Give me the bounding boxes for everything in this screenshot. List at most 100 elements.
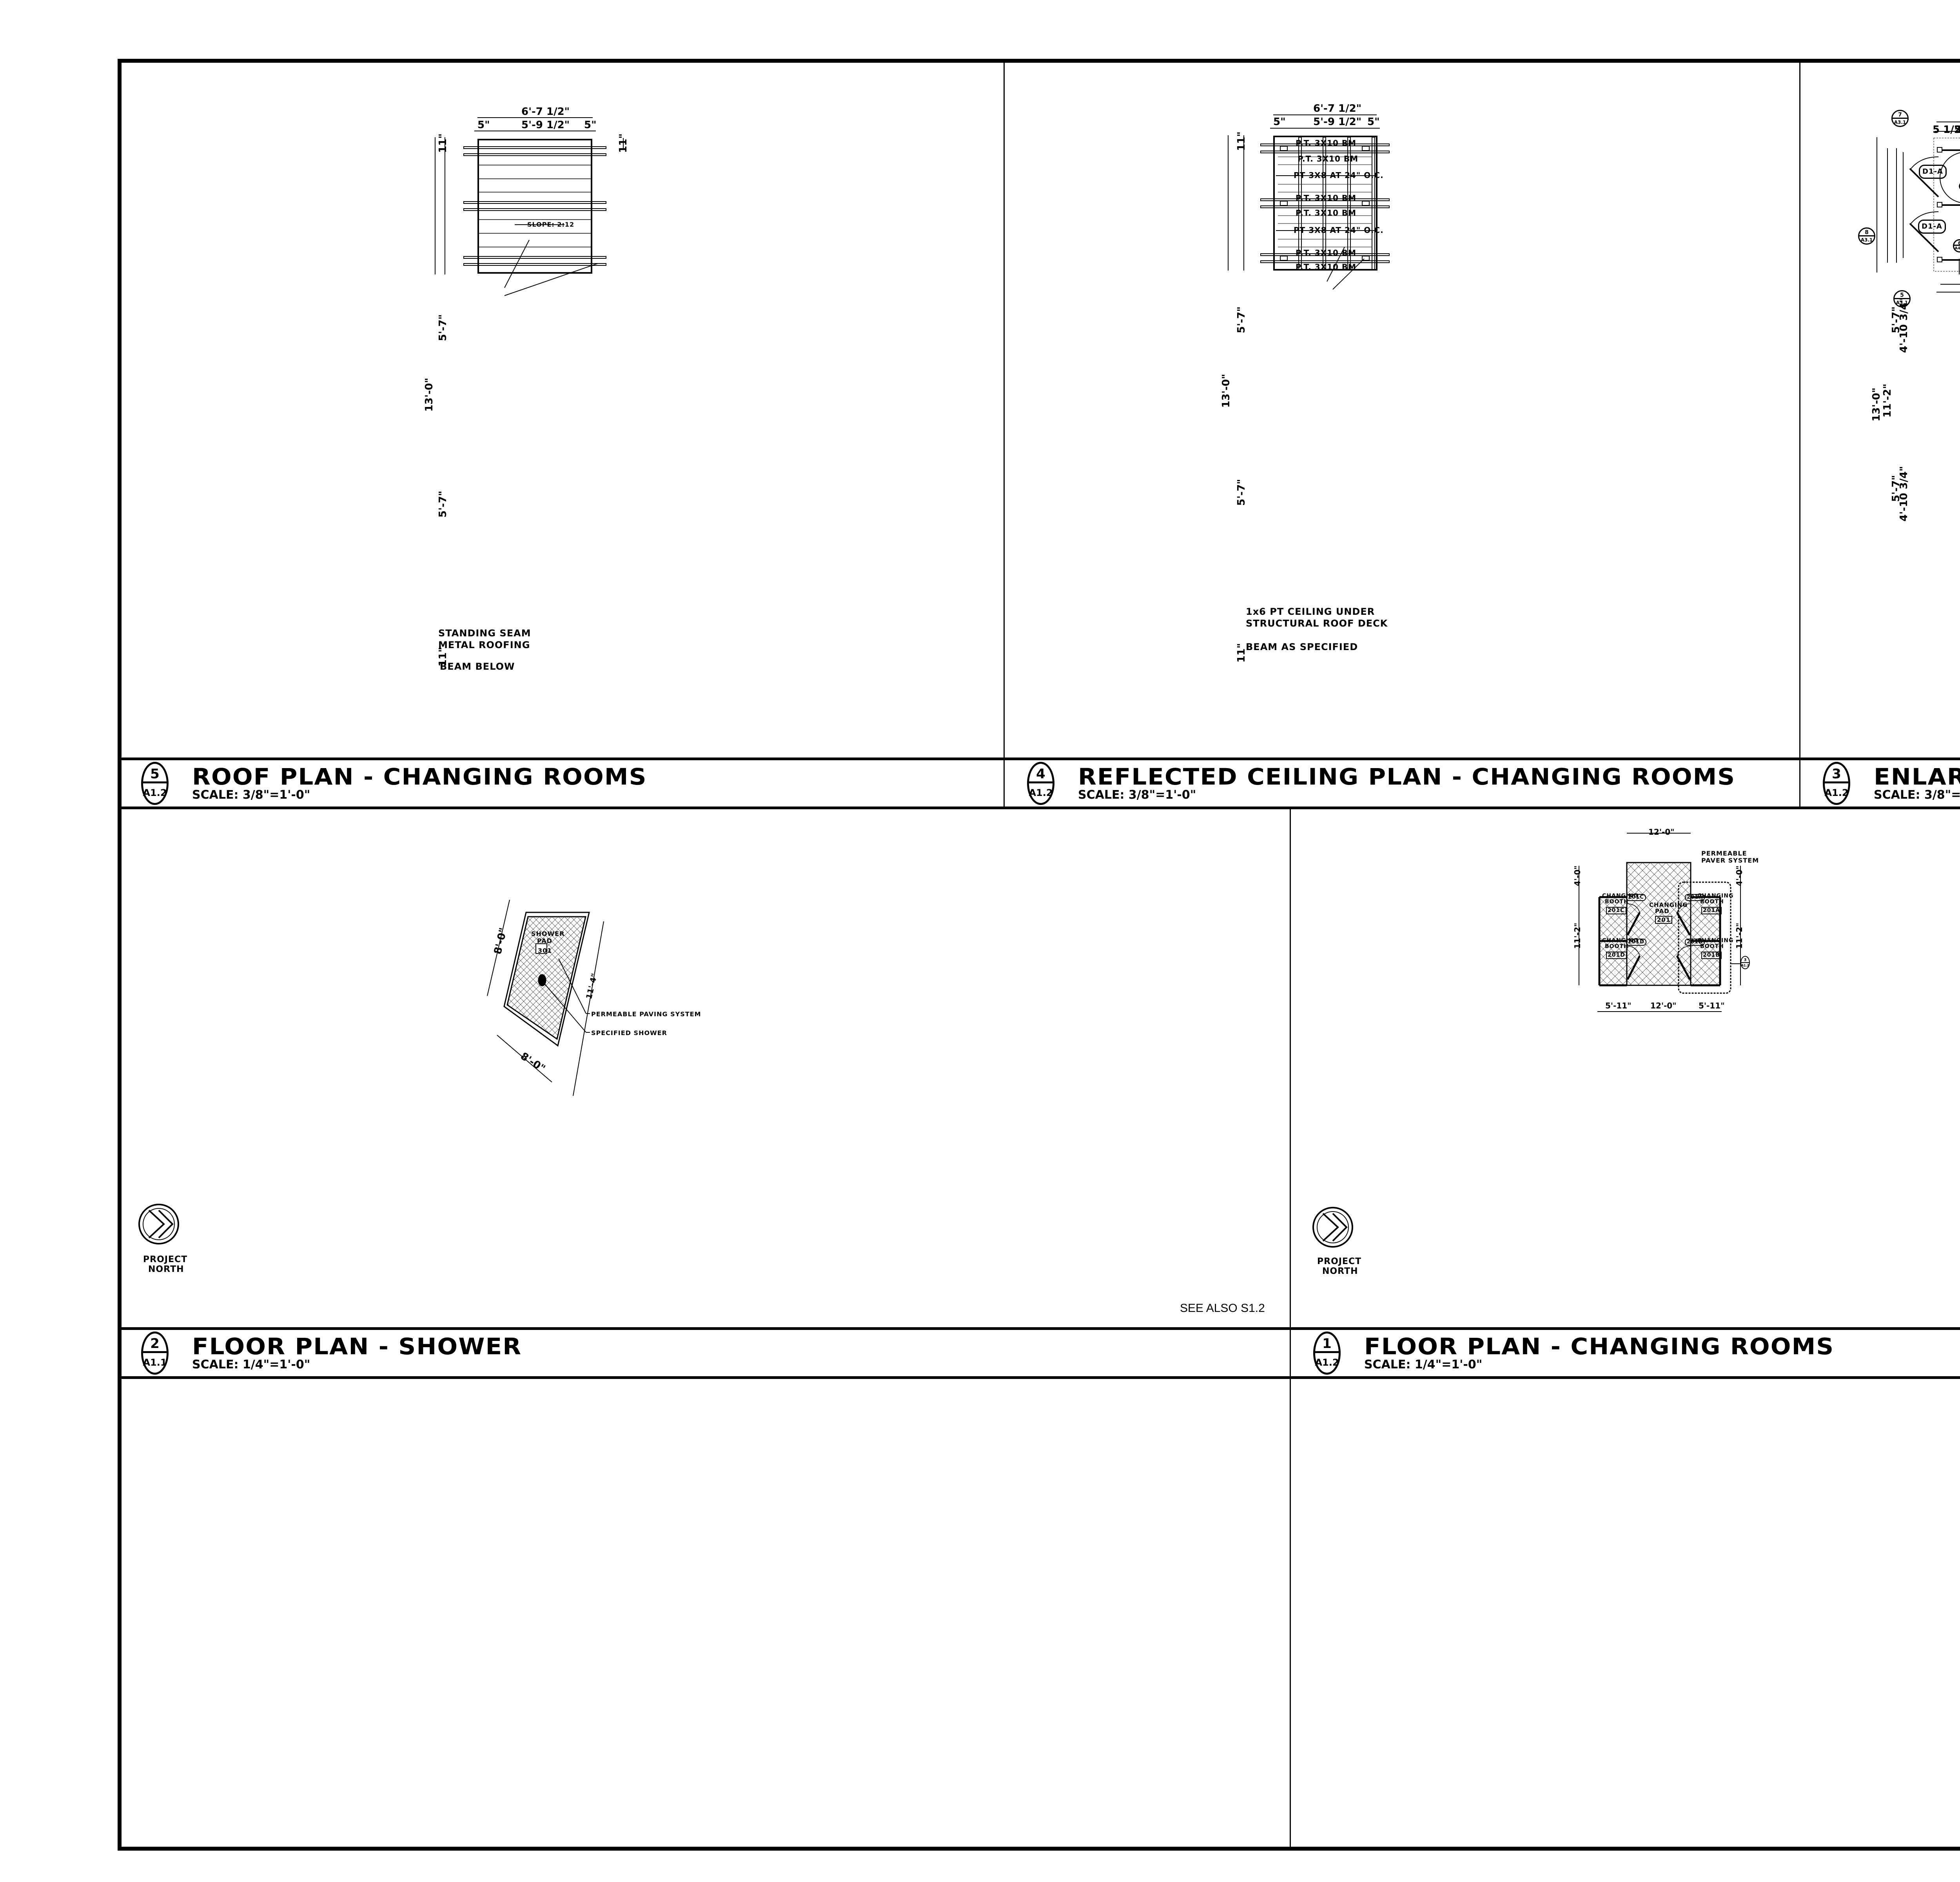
roof-dim-overhang-left: 5" (477, 119, 490, 131)
roof-dim-overall-width: 6'-7 1/2" (521, 106, 570, 118)
row1-title-top-rule (118, 758, 1960, 760)
booth-201d-number: 201D (1606, 952, 1627, 959)
view-title-enlarged-plan: 3A1.2 ENLARGED FLOOR PLAN - CHANGING ROO… (1803, 760, 1960, 807)
booth-201b-door-tag: 201B (1685, 939, 1705, 946)
ceiling-dim-overhang-left: 5" (1273, 116, 1286, 128)
shower-plan-drawing (487, 899, 604, 1096)
roof-note-roofing-1: STANDING SEAM (438, 628, 531, 639)
roof-dim-inner-width: 5'-9 1/2" (521, 119, 570, 131)
roof-dim-bay-1: 5'-7" (437, 314, 449, 341)
row2-title-top-rule (118, 1327, 1960, 1330)
ceiling-dim-bay-1: 5'-7" (1236, 306, 1247, 333)
chg-dim-ext-left: 4'-0" (1573, 865, 1582, 886)
shower-room-name-2: PAD (537, 937, 552, 945)
row1-title-bottom-rule (118, 807, 1960, 809)
booth-201c-name-2: BOOTH (1605, 899, 1629, 905)
ceiling-beam-label-5: P.T. 3X10 BM (1296, 248, 1357, 258)
chg-pad-name-1: CHANGING (1649, 901, 1688, 908)
divider-ceiling-enlarged (1799, 59, 1800, 808)
ceiling-beam-label-1: P.T. 3X10 BM (1296, 138, 1357, 148)
roof-plan-drawing (435, 117, 624, 296)
ceiling-note-beam: BEAM AS SPECIFIED (1246, 641, 1358, 652)
north-arrow-icon (1312, 1207, 1353, 1248)
enl-dim-panel: 5'-0" PANEL (1954, 124, 1960, 136)
chg-note-paver-1: PERMEABLE (1701, 850, 1747, 857)
view-title-text: ROOF PLAN - CHANGING ROOMS (192, 763, 647, 790)
roof-note-roofing-2: METAL ROOFING (438, 639, 530, 650)
chg-pad-number: 201 (1655, 916, 1673, 924)
row2-title-bottom-rule (118, 1376, 1960, 1379)
chg-dim-bottom-right: 5'-11" (1699, 1001, 1725, 1010)
booth-201b-name-1: CHANGING (1697, 937, 1734, 944)
roof-dim-overhang-right: 5" (584, 119, 597, 131)
chg-dim-bottom-mid: 12'-0" (1650, 1001, 1677, 1010)
ceiling-dim-overhang-right: 5" (1367, 116, 1380, 128)
roof-dim-end-top: 11" (437, 133, 449, 153)
ceiling-dim-bay-2: 5'-7" (1236, 479, 1247, 506)
booth-201d-name-2: BOOTH (1605, 943, 1629, 950)
booth-201a-name-2: BOOTH (1700, 899, 1724, 905)
booth-201a-name-1: CHANGING (1697, 893, 1734, 899)
booth-201c-door-tag: 201C (1626, 894, 1646, 901)
enl-dim-mid-left: 11'-2" (1882, 383, 1893, 418)
north-label-1: PROJECT (143, 1255, 188, 1264)
chg-pad-name-2: PAD (1655, 908, 1670, 915)
ceiling-note-ceiling-2: STRUCTURAL ROOF DECK (1246, 618, 1388, 629)
chg-dim-top: 12'-0" (1648, 827, 1675, 837)
chg-dim-ext-right: 4'-0" (1735, 865, 1744, 886)
north-label-2: NORTH (148, 1264, 184, 1274)
roof-dim-overall-length: 13'-0" (423, 378, 435, 412)
enl-door-tag-2: D1-A (1918, 220, 1946, 234)
booth-201a-number: 201A (1701, 907, 1722, 914)
divider-roof-ceiling (1004, 59, 1005, 808)
drawing-border (118, 59, 1960, 1851)
shower-note-shower: SPECIFIED SHOWER (591, 1029, 667, 1037)
shower-note-paving: PERMEABLE PAVING SYSTEM (591, 1010, 701, 1018)
booth-201d-door-tag: 201D (1626, 939, 1646, 946)
enl-dim-side-left: 5 1/2" (1933, 124, 1960, 136)
ceiling-beam-label-3: P.T. 3X10 BM (1296, 193, 1357, 203)
ceiling-plan-drawing (1228, 114, 1390, 290)
view-scale: SCALE: 3/8"=1'-0" (1874, 788, 1960, 802)
view-scale: SCALE: 3/8"=1'-0" (192, 788, 310, 802)
north-arrow-icon (138, 1204, 179, 1244)
ceiling-dim-inner-width: 5'-9 1/2" (1313, 116, 1362, 128)
ceiling-dim-end-top: 11" (1236, 131, 1247, 151)
ceiling-beam-label-4: P.T. 3X10 BM (1296, 208, 1357, 218)
shower-room-number: 301 (538, 947, 552, 954)
north-label-2: NORTH (1322, 1266, 1358, 1276)
view-title-text: REFLECTED CEILING PLAN - CHANGING ROOMS (1078, 763, 1736, 790)
roof-slope-label: SLOPE: 2:12 (527, 221, 575, 228)
changing-plan-drawing (1579, 833, 1741, 1012)
ceiling-note-ceiling-1: 1x6 PT CEILING UNDER (1246, 606, 1375, 617)
north-label-1: PROJECT (1317, 1257, 1362, 1266)
roof-dim-bay-2: 5'-7" (437, 490, 449, 518)
enl-dim-overall: 13'-0" (1871, 387, 1882, 421)
accessible-icon: ♿ (1956, 173, 1960, 195)
enl-door-tag-1: D1-A (1919, 165, 1947, 179)
ceiling-joist-label-1: PT 3X8 AT 24" O.C. (1294, 171, 1384, 180)
shower-room-name-1: SHOWER (531, 930, 565, 937)
chg-dim-height-right: 11'-2" (1735, 923, 1744, 949)
divider-shower-changing (1290, 808, 1291, 1851)
view-title-text: FLOOR PLAN - SHOWER (192, 1333, 522, 1360)
ceiling-dim-overall-width: 6'-7 1/2" (1313, 103, 1362, 114)
ceiling-dim-overall-length: 13'-0" (1220, 374, 1232, 408)
enl-dim-clear-left-2: 4'-10 3/4" (1898, 466, 1910, 521)
chg-dim-height-left: 11'-2" (1573, 923, 1582, 949)
ceiling-beam-label-2: P.T. 3X10 BM (1298, 154, 1359, 163)
view-title-text: ENLARGED FLOOR PLAN - CHANGING ROOMS (1874, 763, 1960, 790)
ceiling-beam-label-6: P.T. 3X10 BM (1296, 262, 1357, 272)
view-scale: SCALE: 1/4"=1'-0" (1364, 1358, 1483, 1372)
chg-dim-bottom-left: 5'-11" (1605, 1001, 1632, 1010)
